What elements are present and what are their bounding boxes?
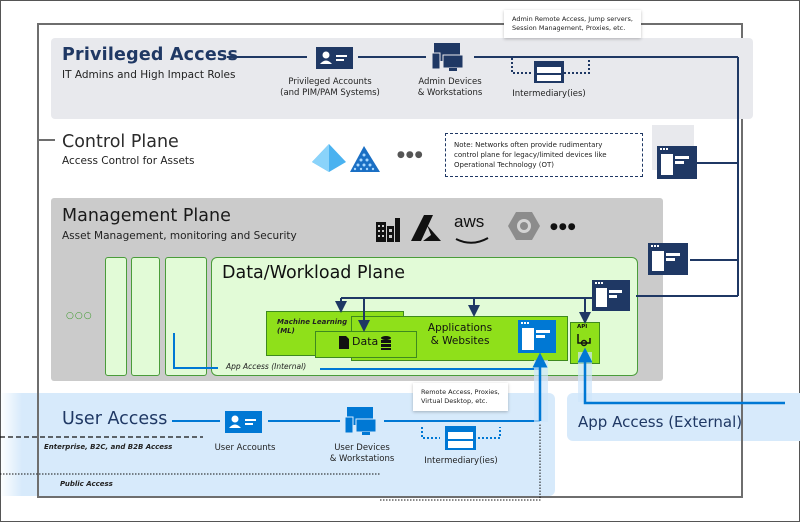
label-line: (ML) bbox=[277, 327, 295, 335]
note-line: Note: Networks often provide rudimentary bbox=[454, 141, 603, 149]
label-line: Admin Devices bbox=[418, 77, 482, 87]
label-line: Applications bbox=[427, 322, 493, 334]
ot-network-note: Note: Networks often provide rudimentary… bbox=[445, 133, 643, 177]
label-line: Machine Learning bbox=[277, 318, 348, 326]
control-plane-title: Control Plane bbox=[62, 132, 179, 152]
app-access-external-title: App Access (External) bbox=[578, 413, 743, 431]
api-label: API bbox=[577, 324, 588, 330]
user-devices-label: User Devices & Workstations bbox=[312, 443, 412, 465]
control-plane-connector-band bbox=[652, 125, 694, 170]
label-line: & Workstations bbox=[417, 88, 483, 98]
admin-intermediary-label: Intermediary(ies) bbox=[512, 89, 586, 99]
more-ellipsis-icon: ●●● bbox=[550, 222, 577, 232]
data-box bbox=[315, 331, 417, 358]
label-line: & Websites bbox=[430, 335, 490, 347]
app-access-internal-label: App Access (Internal) bbox=[226, 362, 307, 371]
management-plane-subtitle: Asset Management, monitoring and Securit… bbox=[62, 230, 297, 242]
user-accounts-label: User Accounts bbox=[214, 443, 276, 453]
workload-column bbox=[165, 257, 207, 376]
machine-learning-label: Machine Learning (ML) bbox=[277, 318, 347, 336]
user-intermediary-label: Intermediary(ies) bbox=[424, 456, 498, 466]
callout-line: Remote Access, Proxies, bbox=[421, 388, 500, 396]
privileged-accounts-label: Privileged Accounts (and PIM/PAM Systems… bbox=[270, 77, 390, 99]
workload-column bbox=[105, 257, 127, 376]
label-line: (and PIM/PAM Systems) bbox=[280, 88, 380, 98]
aws-icon: aws bbox=[454, 212, 485, 231]
callout-line: Virtual Desktop, etc. bbox=[421, 397, 488, 405]
user-intermediary-callout: Remote Access, Proxies, Virtual Desktop,… bbox=[413, 383, 508, 411]
data-label: Data bbox=[352, 335, 379, 348]
more-workloads-icon: ○○○ bbox=[66, 311, 93, 321]
public-access-label: Public Access bbox=[60, 480, 113, 488]
privileged-access-title: Privileged Access bbox=[62, 45, 239, 65]
data-workload-plane-title: Data/Workload Plane bbox=[222, 263, 405, 283]
applications-websites-label: Applications & Websites bbox=[415, 322, 505, 348]
privileged-access-band bbox=[51, 38, 753, 119]
control-plane-subtitle: Access Control for Assets bbox=[62, 155, 195, 167]
user-access-subtitle: Enterprise, B2C, and B2B Access bbox=[44, 443, 173, 451]
callout-line: Session Management, Proxies, etc. bbox=[512, 24, 626, 32]
privileged-access-subtitle: IT Admins and High Impact Roles bbox=[62, 69, 236, 81]
label-line: Privileged Accounts bbox=[288, 77, 372, 87]
workload-column bbox=[131, 257, 160, 376]
user-access-title: User Access bbox=[62, 409, 168, 429]
admin-devices-label: Admin Devices & Workstations bbox=[400, 77, 500, 99]
note-line: control plane for legacy/limited devices… bbox=[454, 151, 607, 159]
note-line: Operational Technology (OT) bbox=[454, 161, 554, 169]
label-line: User Devices bbox=[334, 443, 390, 453]
admin-intermediary-callout: Admin Remote Access, Jump servers, Sessi… bbox=[504, 10, 641, 38]
more-ellipsis-icon: ●●● bbox=[397, 150, 424, 160]
callout-line: Admin Remote Access, Jump servers, bbox=[512, 15, 633, 23]
management-plane-title: Management Plane bbox=[62, 206, 231, 226]
label-line: & Workstations bbox=[329, 454, 395, 464]
